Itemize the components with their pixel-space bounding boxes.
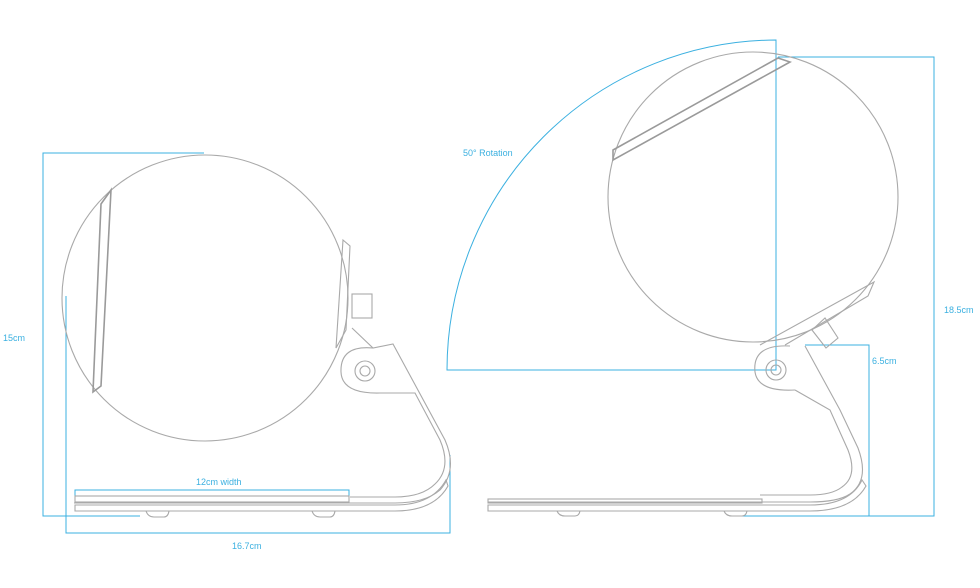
base-width-label: 12cm width [196,477,242,487]
front-plate [92,187,112,394]
rotated-hinge-arm [488,345,864,503]
total-height-label: 18.5cm [944,305,974,315]
rotated-hinge-screw-outer [765,359,787,381]
rear-knob [351,293,373,319]
rear-plate [335,238,351,349]
speaker-sphere-rotated [607,51,899,343]
hinge-screw-inner [359,365,371,377]
rotated-hinge-inner [760,389,853,496]
rotated-hinge-body [754,345,796,391]
rotated-foot-left [556,510,581,517]
rotated-hinge-screw-inner [770,364,782,376]
rotated-front-plate [612,57,792,162]
foot-right [311,510,336,518]
width-dimension-line [65,296,451,534]
hinge-screw-outer [354,360,376,382]
foot-left [145,510,170,518]
right-view: 50° Rotation 18.5cm 6.5cm [446,39,974,517]
rotated-base-top-plate [487,498,763,504]
height-dimension-line [42,152,204,517]
pivot-height-dimension-line [805,344,870,516]
base-bottom-plate [74,478,449,512]
hinge-arm-inner [350,392,446,498]
base-top-plate [74,495,350,503]
rotated-knob [811,317,839,349]
total-height-dimension-line [740,56,935,517]
rotated-base-bottom-plate [487,478,867,512]
rotated-foot-right [723,510,748,517]
hinge-body [340,347,381,394]
left-view: 15cm 16.7cm 12cm width [3,152,451,551]
rotation-label: 50° Rotation [463,148,513,158]
height-label: 15cm [3,333,25,343]
pivot-height-label: 6.5cm [872,356,897,366]
width-label: 16.7cm [232,541,262,551]
hinge-arm [74,327,451,504]
rotation-arc [446,39,777,371]
